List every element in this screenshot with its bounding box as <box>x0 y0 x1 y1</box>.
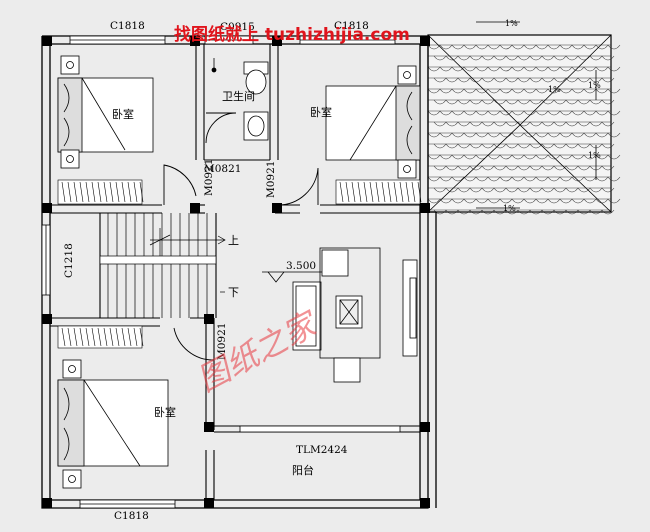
columns <box>42 36 430 508</box>
room-bedroom-bottom-left: 卧室 <box>154 405 176 419</box>
window-top-right-label: C1818 <box>334 20 369 32</box>
door-swing-bedroom-right <box>277 167 319 206</box>
door-bedroom-bottom-label: M0921 <box>216 323 228 360</box>
slope-arrows <box>476 21 597 209</box>
watermark-top: 找图纸就上 tuzhizhijia.com <box>174 24 410 45</box>
elevation-label: 3.500 <box>286 260 316 272</box>
window-top-left-label: C1818 <box>110 20 145 32</box>
door-bath-left-label: M0821 <box>204 163 241 175</box>
living-furniture <box>292 247 418 383</box>
roof-slope-label-1: 1% <box>505 19 518 28</box>
armchair-bottom <box>333 357 361 383</box>
window-left-stair-label: C1218 <box>63 243 75 278</box>
room-bedroom-top-right: 卧室 <box>310 105 332 119</box>
beds <box>57 77 421 467</box>
door-bedroom-left-label: M0921 <box>203 159 215 196</box>
window-bottom-label: C1818 <box>114 510 149 522</box>
windows <box>41 35 401 509</box>
door-swing-bedroom-bottom <box>173 320 215 361</box>
roof-tiles <box>427 34 621 215</box>
window-top-bath-label: C0915 <box>220 21 255 33</box>
stair <box>99 213 226 318</box>
door-swings <box>163 112 319 361</box>
balcony-sliding-door <box>239 425 401 433</box>
tv <box>409 277 417 339</box>
room-bedroom-top-left: 卧室 <box>112 107 134 121</box>
balcony-door-label: TLM2424 <box>296 444 348 456</box>
bathroom-fixtures <box>211 58 269 141</box>
door-bedroom-right-label: M0921 <box>265 161 277 198</box>
room-balcony: 阳台 <box>292 463 314 477</box>
toilet-bowl <box>245 69 267 95</box>
roof-slope-label-3: 1% <box>588 151 601 160</box>
nightstands <box>60 55 417 489</box>
wardrobe-hatch <box>61 181 422 347</box>
stair-up-label: 上 <box>228 234 239 247</box>
armchair-top <box>321 249 349 277</box>
door-swing-bath-inner <box>205 112 237 144</box>
roof-slope-label-4: 1% <box>503 204 516 213</box>
door-swing-bath-left <box>163 164 197 205</box>
wardrobe-bottom-left <box>57 325 143 349</box>
stair-down-label: 下 <box>228 286 239 299</box>
elevation-marker <box>262 271 322 283</box>
roof-slope-label-2: 1% <box>588 81 601 90</box>
roof-slope-label-5: 1% <box>548 85 561 94</box>
room-bathroom: 卫生间 <box>222 89 255 103</box>
